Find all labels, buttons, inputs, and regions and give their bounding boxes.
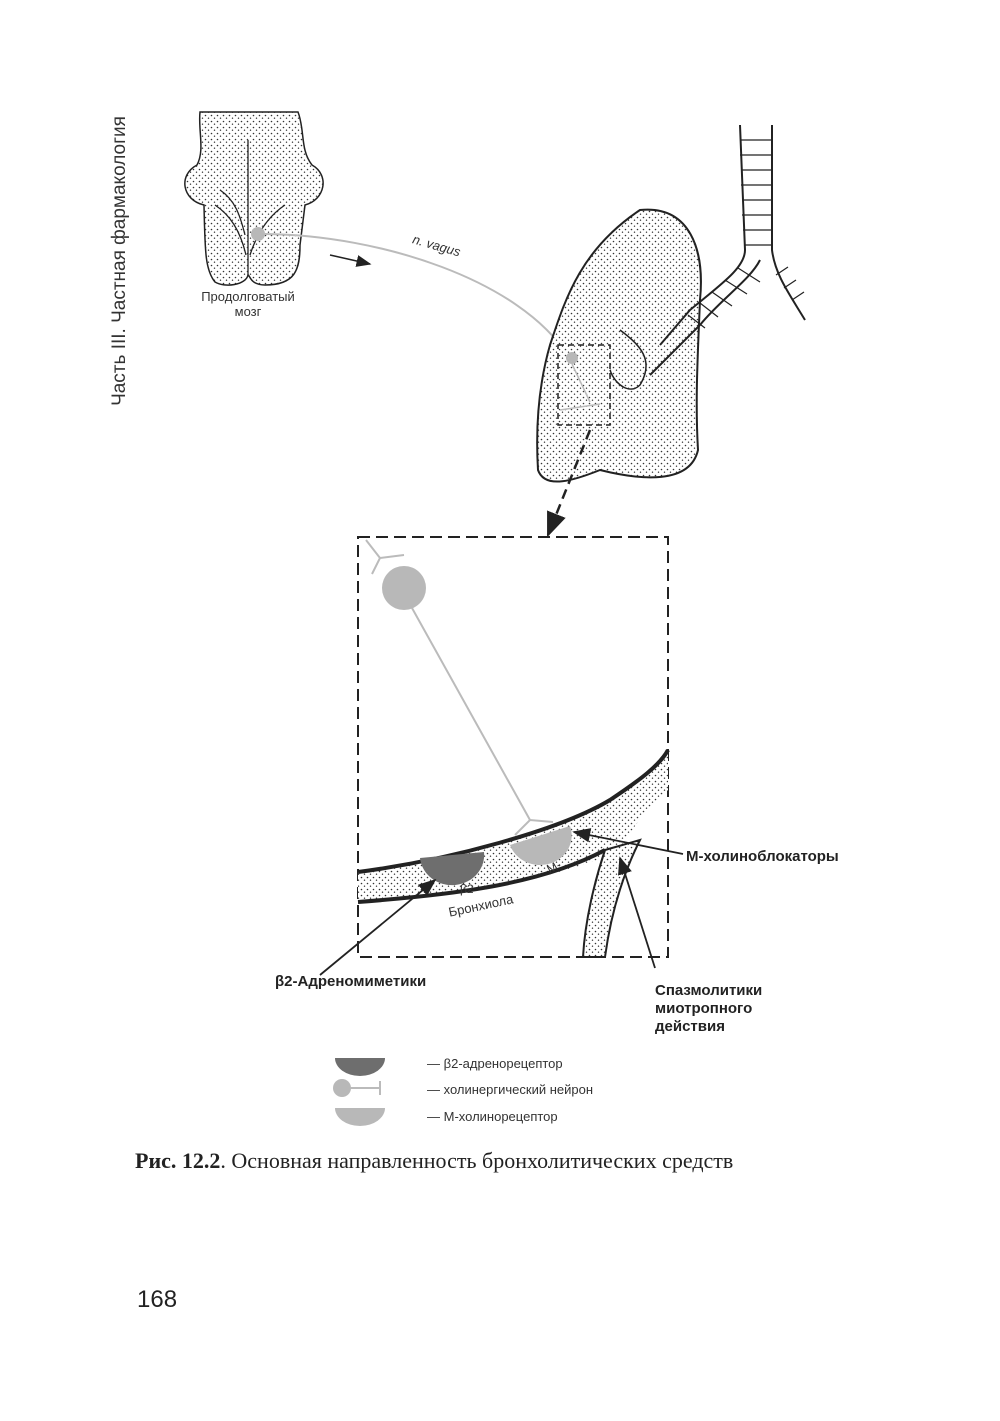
spasmolytics-arrow (618, 856, 656, 969)
legend-neuron-text: — холинергический нейрон (427, 1082, 594, 1097)
beta2-mark: β2 (460, 882, 474, 896)
beta2-agonists-label: β2-Адреномиметики (275, 973, 427, 990)
beta2-agonists-arrow (319, 878, 437, 976)
vagus-nerve (264, 233, 569, 357)
zoom-arrow (546, 429, 592, 538)
direction-arrow (329, 254, 372, 267)
spasmolytics-line1: Спазмолитики (655, 982, 763, 999)
medulla-illustration (184, 111, 324, 286)
legend-neuron-icon (333, 1079, 381, 1097)
spasmolytics-line3: действия (655, 1018, 725, 1035)
medulla-label-line2: мозг (234, 304, 262, 319)
medulla-label: Продолговатый мозг (188, 289, 308, 319)
enlarged-view (357, 536, 670, 958)
m-receptor (510, 826, 572, 866)
legend-m-receptor-text: — М-холинорецептор (427, 1109, 558, 1124)
vagal-nucleus (251, 227, 265, 241)
spasmolytics-line2: миотропного (655, 1000, 753, 1017)
page-number: 168 (137, 1286, 178, 1313)
caption-text: . Основная направленность бронхолитическ… (220, 1148, 734, 1173)
m-blockers-arrow (572, 828, 684, 855)
legend-m-receptor-icon (335, 1108, 385, 1126)
legend-beta2-icon (335, 1058, 385, 1076)
m-blockers-label: М-холиноблокаторы (686, 848, 839, 865)
figure-caption: Рис. 12.2. Основная направленность бронх… (135, 1148, 733, 1174)
legend-beta2-text: — β2-адренорецептор (427, 1056, 563, 1071)
lung-illustration (536, 124, 806, 483)
neuron-body (382, 566, 426, 610)
beta2-receptor (420, 852, 485, 886)
medulla-label-line1: Продолговатый (201, 289, 295, 304)
caption-prefix: Рис. 12.2 (135, 1148, 221, 1173)
spasmolytics-label: Спазмолитики миотропного действия (655, 982, 762, 1036)
